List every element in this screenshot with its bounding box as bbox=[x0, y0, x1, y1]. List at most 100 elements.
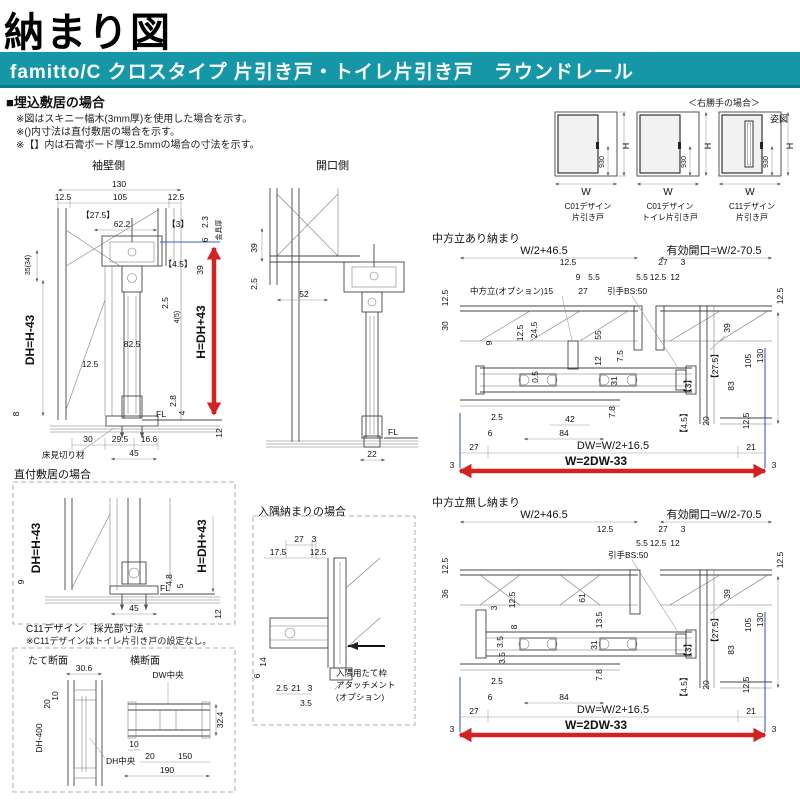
elevation-caption: トイレ片引き戸 bbox=[642, 212, 698, 222]
dim-label: 3.5 bbox=[495, 636, 505, 648]
dim-label: 10 bbox=[50, 691, 60, 701]
dim-label: 12 bbox=[670, 272, 680, 282]
dim-label: H bbox=[621, 143, 631, 150]
dim-label: 12.5 bbox=[515, 324, 525, 341]
fl-label: FL bbox=[388, 427, 398, 437]
jikazuke-drawing: DH=H-43 9 H=DH+43 4.8 5 FL 45 12 bbox=[12, 481, 236, 625]
dim-label: 21 bbox=[746, 706, 756, 716]
dim-label: 13.5 bbox=[594, 611, 604, 628]
frame-lines bbox=[269, 557, 385, 681]
dim-label: 0.5 bbox=[530, 371, 540, 383]
dim-label: 12.5 bbox=[560, 257, 577, 267]
door-leaf bbox=[361, 291, 383, 439]
dim-label: 5 bbox=[175, 583, 185, 588]
dim-label: 3 bbox=[312, 534, 317, 544]
dim-label: 有効開口=W/2-70.5 bbox=[666, 243, 761, 257]
dim-label: 3.5 bbox=[497, 652, 507, 664]
dim-label: 27 bbox=[469, 442, 479, 452]
elevation-c01-katabiki: H 930 W C01デザイン 片引き戸 bbox=[554, 111, 631, 222]
dim-label: 【4.5】 bbox=[679, 409, 689, 438]
dim-label: 2.5 bbox=[276, 683, 288, 693]
dim-label: 3 bbox=[681, 524, 686, 534]
dimensions: W/2+46.5 有効開口=W/2-70.5 12.5 9 5.5 27 中方立… bbox=[440, 243, 785, 470]
fl-label: FL bbox=[160, 583, 170, 593]
dim-label: 20 bbox=[701, 680, 711, 690]
note-line: ※【】内は石膏ボード厚12.5mmの場合の寸法を示す。 bbox=[16, 140, 260, 151]
irisumi-view-label: 入隅納まりの場合 bbox=[258, 506, 346, 518]
dim-label: 7.5 bbox=[615, 350, 625, 362]
dim-label: 2.5 bbox=[491, 412, 503, 422]
dim-label: 21 bbox=[291, 683, 301, 693]
dim-label: 83 bbox=[726, 381, 736, 391]
dim-label: 12.5 bbox=[741, 412, 751, 429]
wall-lines bbox=[460, 305, 772, 425]
jika-view-label: 直付敷居の場合 bbox=[14, 469, 91, 481]
door-elevation: H 930 W C01デザイン トイレ片引き戸 bbox=[636, 111, 713, 222]
kaikou-view-label: 開口側 bbox=[316, 160, 349, 172]
dim-label: DW=W/2+16.5 bbox=[577, 440, 649, 452]
elevation-figure-label: 姿図 bbox=[770, 114, 789, 124]
dim-label: 27 bbox=[578, 286, 588, 296]
right-hand-note: ＜右勝手の場合＞ bbox=[688, 98, 761, 108]
dim-label: 12 bbox=[593, 356, 603, 366]
dim-label: 16.6 bbox=[141, 434, 158, 444]
dim-label: 84 bbox=[559, 428, 569, 438]
track-assembly bbox=[101, 218, 163, 293]
note-line: ※()内寸法は直付敷居の場合を示す。 bbox=[16, 127, 181, 138]
panel-border bbox=[12, 647, 236, 793]
part-label: DW中央 bbox=[152, 670, 184, 680]
dim-label: 3 bbox=[450, 724, 455, 734]
nashi-view-label: 中方立無し納まり bbox=[432, 497, 520, 509]
part-label: 床見切り材 bbox=[42, 450, 85, 460]
dim-label: 20 bbox=[145, 751, 155, 761]
dim-label: 6 bbox=[488, 692, 493, 702]
dim-label: 12.5 bbox=[741, 676, 751, 693]
dim-label: 12.5 bbox=[775, 551, 785, 568]
dim-label: W=2DW-33 bbox=[565, 454, 627, 468]
dim-label: 27 bbox=[294, 534, 304, 544]
wall-lines bbox=[64, 498, 171, 590]
sode-view-label: 袖壁側 bbox=[92, 160, 125, 172]
dim-label: 20 bbox=[701, 416, 711, 426]
dim-label: 【27.5】 bbox=[710, 349, 720, 383]
floor-and-sill bbox=[45, 585, 220, 610]
product-banner: famitto/C クロスタイプ 片引き戸・トイレ片引き戸 ラウンドレール bbox=[0, 52, 800, 88]
reference-lines bbox=[458, 612, 767, 743]
dim-label: 【4.5】 bbox=[164, 259, 193, 269]
elevation-c01-toilet: H 930 W C01デザイン トイレ片引き戸 bbox=[636, 111, 713, 222]
nakahoudate-nashi-drawing: W/2+46.5 有効開口=W/2-70.5 12.5 27 3 5.5 12.… bbox=[440, 507, 785, 743]
elevation-caption: C01デザイン bbox=[565, 201, 612, 211]
dim-label: 【27.5】 bbox=[81, 210, 115, 220]
dim-label: H bbox=[703, 143, 713, 150]
dim-label: W bbox=[581, 187, 591, 198]
dim-label: 24.5 bbox=[529, 321, 539, 338]
nakahoudate-ari-drawing: W/2+46.5 有効開口=W/2-70.5 12.5 9 5.5 27 中方立… bbox=[440, 243, 785, 479]
dim-label: 130 bbox=[755, 613, 765, 627]
dim-label: W/2+46.5 bbox=[520, 245, 567, 257]
dim-label: 130 bbox=[112, 179, 126, 189]
dim-label: 3 bbox=[308, 683, 313, 693]
dim-label: 6 bbox=[200, 237, 210, 242]
elevation-thumbnails: H 930 W C01デザイン 片引き戸 H 930 W C01デザイン bbox=[552, 106, 798, 232]
dim-label: 29.5 bbox=[112, 434, 129, 444]
dim-label: 27 bbox=[658, 257, 668, 267]
dim-label: 930 bbox=[599, 156, 606, 168]
dim-label: 2.8 bbox=[168, 395, 178, 407]
dim-label: 4(5) bbox=[174, 311, 181, 323]
dim-label: 17.5 bbox=[270, 547, 287, 557]
dim-label: 105 bbox=[113, 192, 127, 202]
head-frame bbox=[343, 244, 405, 293]
part-label: (オプション) bbox=[336, 692, 384, 702]
dim-label: 35(34) bbox=[25, 255, 32, 275]
dim-label: H=DH+43 bbox=[194, 305, 208, 359]
dimensions: 27 3 17.5 12.5 14 6 2.5 21 3 3.5 入隅用たて枠 … bbox=[252, 534, 396, 708]
dim-label: 61 bbox=[577, 593, 587, 603]
part-label: 入隅用たて枠 bbox=[336, 668, 388, 678]
dim-label: 27 bbox=[469, 706, 479, 716]
dim-label: 39 bbox=[722, 323, 732, 333]
dim-label: DW=W/2+16.5 bbox=[577, 704, 649, 716]
dim-label: 12.5 bbox=[597, 524, 614, 534]
wall-lines bbox=[460, 569, 772, 689]
dim-label: 6 bbox=[252, 673, 262, 678]
